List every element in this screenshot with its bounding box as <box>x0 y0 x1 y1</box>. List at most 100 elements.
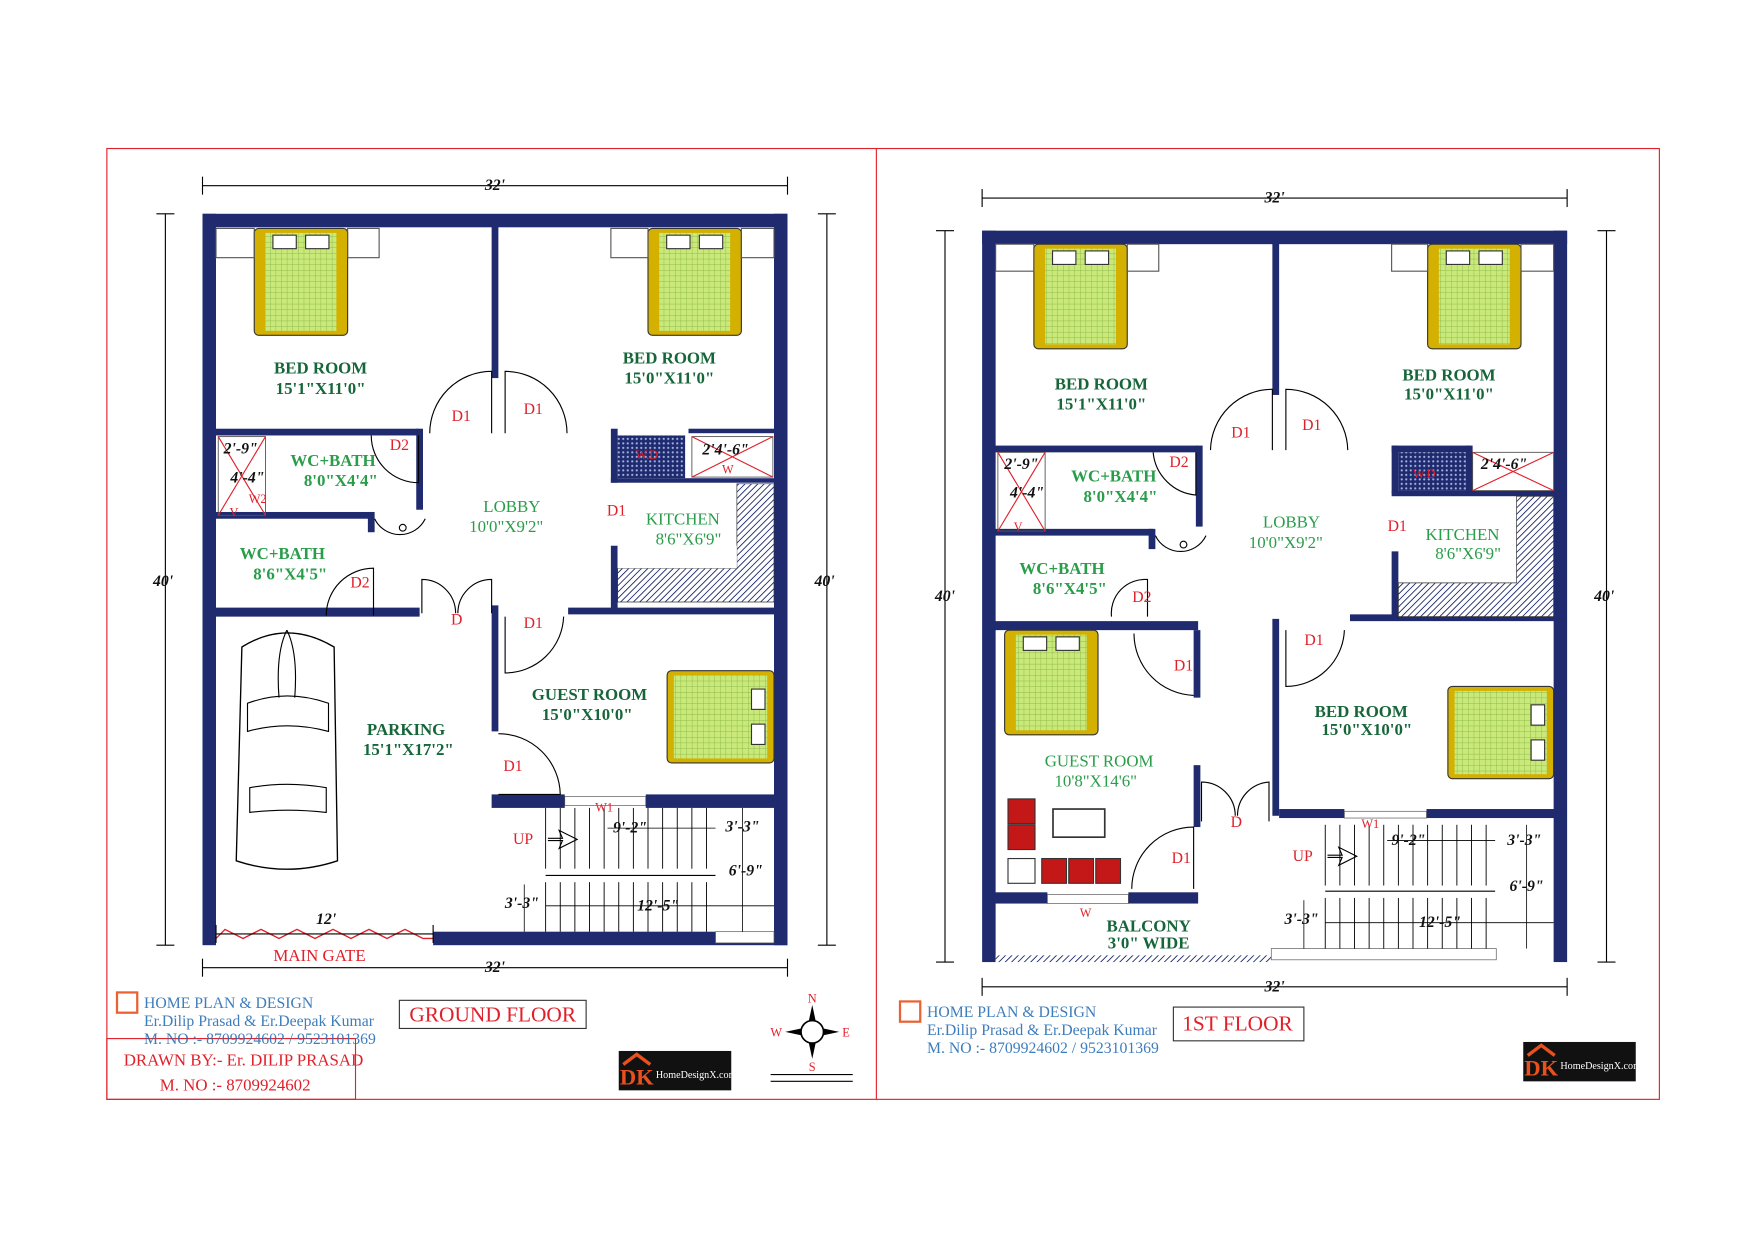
door-swing <box>1209 388 1273 451</box>
first-floor-dims-stair-height-label: 6'-9" <box>1510 878 1544 895</box>
first-floor-dims-stair-left-label: 3'-3" <box>1284 911 1319 928</box>
window-cross <box>997 452 1046 532</box>
window-box <box>217 436 266 516</box>
ground-floor-rooms-7-size-label: 15'1"X17'2" <box>363 740 454 759</box>
compass-icon <box>770 1004 853 1082</box>
first-floor-dims-right-label: 40' <box>1593 588 1615 605</box>
first-floor-rooms-0-label-label: BED ROOM <box>1055 374 1148 393</box>
watermark-logo <box>115 991 139 1014</box>
ground-floor-rooms-7-label-label: PARKING <box>367 720 445 739</box>
door-swing <box>429 370 493 434</box>
first-floor-marks-up-label: UP <box>1293 848 1313 865</box>
bed-mattress <box>659 232 731 331</box>
wall <box>216 607 420 617</box>
first-floor-rooms-6-size-label: 15'0"X10'0" <box>1321 720 1412 739</box>
ground-floor-dims-top-label: 32' <box>484 177 506 194</box>
pillow <box>1022 636 1048 651</box>
wall <box>1148 528 1156 550</box>
watermark-line2: Er.Dilip Prasad & Er.Deepak Kumar <box>927 1022 1158 1039</box>
wall <box>1426 809 1561 819</box>
ground-floor-dims-kitchen-window-label: 2'4'-6" <box>701 442 748 459</box>
first-floor-rooms-2-size-label: 8'0"X4'4" <box>1084 487 1158 506</box>
window-cross <box>1472 451 1554 492</box>
wall <box>988 621 1199 631</box>
ground-floor-doors-6-label: D1 <box>607 502 626 519</box>
logo <box>618 1050 732 1091</box>
ground-floor-doors-3-label: D2 <box>350 574 369 591</box>
wall <box>982 230 996 963</box>
pillow <box>1051 250 1077 265</box>
side-table <box>347 227 380 259</box>
ground-floor-title-box <box>398 999 587 1030</box>
first-floor-dims-stair-landing-label: 3'-3" <box>1506 832 1541 849</box>
first-floor-rooms-8-size-label: 3'0" WIDE <box>1108 934 1190 953</box>
up-arrow-icon <box>547 829 579 850</box>
compass-e-label: E <box>842 1025 850 1039</box>
compass-w-label: W <box>770 1025 782 1039</box>
first-floor-rooms-0-size-label: 15'1"X11'0" <box>1056 395 1146 414</box>
side-table <box>1007 857 1036 884</box>
ground-floor-rooms-1-label-label: BED ROOM <box>623 348 716 367</box>
ground-floor-dims-right-label: 40' <box>814 573 836 590</box>
ground-floor-dims-wc-width-label: 2'-9" <box>223 440 258 457</box>
door-swing <box>1154 535 1207 552</box>
sofa-seat <box>1007 824 1036 851</box>
first-floor-dims-wc-height-label: 4'-4" <box>1009 484 1044 501</box>
ground-floor-doors-2-label: D2 <box>390 437 409 454</box>
first-floor-dims-wc-width-label: 2'-9" <box>1003 456 1038 473</box>
first-floor-rooms-4-label-label: LOBBY <box>1263 513 1320 532</box>
wall <box>1391 445 1471 453</box>
wall <box>688 478 774 483</box>
ground-floor-doors-1-label: D1 <box>524 401 543 418</box>
first-floor-title-label: 1ST FLOOR <box>1182 1012 1293 1036</box>
first-floor-doors-4-label: D1 <box>1174 658 1193 675</box>
ground-floor-dims-bottom-label: 32' <box>484 959 506 976</box>
wall <box>610 545 618 611</box>
first-floor-marks-wd-label: W.D <box>1413 467 1436 481</box>
ground-floor-marks-main-gate-label: MAIN GATE <box>273 946 365 965</box>
wall <box>610 478 689 483</box>
door-swing <box>1285 630 1345 687</box>
bed <box>1033 243 1128 350</box>
wall <box>568 607 777 615</box>
house-roof-icon <box>1526 1043 1556 1057</box>
wall <box>645 794 777 808</box>
door-swing <box>1152 452 1197 496</box>
logo-bg <box>618 1050 732 1091</box>
wall <box>688 428 774 434</box>
pillow <box>305 234 330 250</box>
pillow <box>750 688 766 710</box>
first-floor-rooms-6-label-label: BED ROOM <box>1315 702 1408 721</box>
stair-landing-edge <box>1270 948 1497 961</box>
sofa-seat <box>1095 857 1122 884</box>
pillow <box>1445 250 1471 265</box>
door-swing <box>1110 578 1149 617</box>
wall <box>988 892 1048 904</box>
ground-floor-doors-4-label: D <box>451 611 462 628</box>
car-icon <box>235 629 339 870</box>
logo-initials: DK <box>1524 1056 1558 1081</box>
first-floor-rooms-5-size-label: 8'6"X6'9" <box>1435 544 1501 563</box>
side-table <box>215 227 255 259</box>
car-hood <box>277 629 297 698</box>
pillow <box>1055 636 1080 651</box>
first-floor-doors-7-label: D <box>1231 814 1242 831</box>
side-table <box>1391 243 1429 272</box>
wall <box>491 794 565 808</box>
pillow <box>272 234 297 250</box>
bed-mattress <box>265 232 337 331</box>
kitchen-counter <box>1398 495 1554 617</box>
ground-floor-doors-0-label: D1 <box>452 408 471 425</box>
wall <box>1391 551 1399 619</box>
first-floor-doors-3-label: D2 <box>1132 589 1151 606</box>
wall <box>491 220 499 379</box>
ground-floor-rooms-5-size-label: 8'6"X6'9" <box>656 530 722 549</box>
compass-s-label: S <box>809 1060 816 1074</box>
bed <box>1427 243 1522 350</box>
wall <box>1193 630 1201 698</box>
door-swing <box>457 578 493 614</box>
car-rear-window <box>249 783 327 814</box>
ground-floor-rooms-6-label-label: GUEST ROOM <box>532 685 647 704</box>
